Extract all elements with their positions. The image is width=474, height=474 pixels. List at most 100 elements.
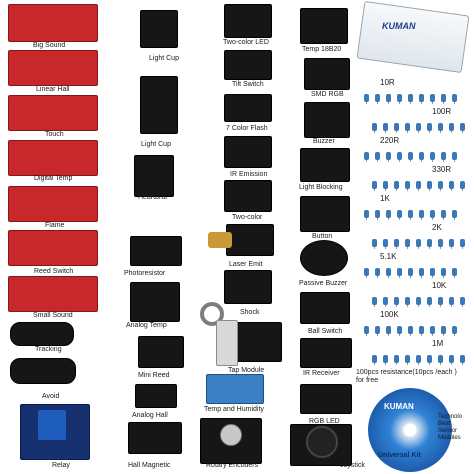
temp-18b20-label: Temp 18B20 [302, 46, 342, 53]
resistor [397, 152, 402, 160]
two-color-label: Two-color [232, 214, 263, 221]
resistor [394, 239, 399, 247]
analog-temp-module [130, 282, 180, 322]
storage-box [356, 0, 470, 74]
resistor [460, 239, 465, 247]
button-label: Button [312, 233, 333, 240]
rotary-encoders-knob [220, 424, 242, 446]
resistor [460, 181, 465, 189]
resistor [386, 94, 391, 102]
linear-hall-label: Linear Hall [36, 86, 70, 93]
mini-reed-label: Mini Reed [138, 372, 170, 379]
avoid-label: Avoid [42, 393, 60, 400]
temp-humidity-label: Temp and Humidity [204, 406, 264, 413]
relay-block [38, 410, 66, 440]
resistor [416, 239, 421, 247]
resistor [394, 181, 399, 189]
resistor [416, 181, 421, 189]
resistor [449, 181, 454, 189]
resistor [372, 123, 377, 131]
laser-emit-label: Laser Emit [229, 261, 263, 268]
resistor [383, 297, 388, 305]
resistor-note-2: for free [356, 377, 379, 384]
resistor [372, 239, 377, 247]
laser-emit-head [208, 232, 232, 248]
resistor [408, 268, 413, 276]
mini-reed-module [138, 336, 184, 368]
resistor [438, 239, 443, 247]
resistor [416, 123, 421, 131]
buzzer-module [304, 102, 350, 138]
resistor [372, 355, 377, 363]
resistor [452, 268, 457, 276]
two-color-led-label: Two-color LED [223, 39, 269, 46]
resistor [419, 152, 424, 160]
analog-hall-module [135, 384, 177, 408]
resistor [438, 181, 443, 189]
cd-brand: KUMAN [384, 402, 414, 411]
light-cup-label-2: Light Cup [141, 141, 171, 148]
cd-line-3: Sensor [438, 428, 458, 434]
resistor [364, 268, 369, 276]
joystick-cap [306, 426, 338, 458]
photoresistor-module [130, 236, 182, 266]
seven-color-flash-module [224, 94, 272, 122]
resistor [375, 210, 380, 218]
light-cup-module-1 [140, 10, 178, 48]
rotary-encoders-label: Rotary Encoders [206, 462, 259, 469]
rgb-led-label: RGB LED [309, 418, 340, 425]
resistor [375, 94, 380, 102]
relay-label: Relay [52, 462, 70, 469]
laser-emit-module [226, 224, 274, 256]
photoresistor-label: Photoresistor [124, 270, 166, 277]
resistor [438, 355, 443, 363]
passive-buzzer-label: Passive Buzzer [299, 280, 348, 287]
shock-label: Shock [240, 309, 260, 316]
tap-module-label: Tap Module [228, 367, 265, 374]
hall-magnetic-module [128, 422, 182, 454]
heartbrat-label: Heartbrat [138, 194, 168, 201]
ir-receiver-module [300, 338, 352, 368]
joystick-label: Joystick [340, 462, 365, 469]
resistor [386, 152, 391, 160]
resistor [416, 297, 421, 305]
big-sound-label: Big Sound [33, 42, 66, 49]
resistor-label: 1M [432, 339, 444, 348]
flame-module [8, 186, 98, 222]
resistor-label: 5.1K [380, 252, 397, 261]
resistor [397, 94, 402, 102]
light-cup-label-1: Light Cup [149, 55, 179, 62]
cd-text: Universal Kit [378, 452, 421, 459]
resistor [452, 210, 457, 218]
touch-module [8, 95, 98, 131]
resistor [394, 355, 399, 363]
resistor-label: 2K [432, 223, 442, 232]
tracking-label: Tracking [35, 346, 62, 353]
resistor [449, 123, 454, 131]
resistor [405, 297, 410, 305]
resistor [375, 268, 380, 276]
resistor [452, 94, 457, 102]
resistor [375, 326, 380, 334]
rgb-led-module [300, 384, 352, 414]
resistor [441, 152, 446, 160]
resistor [405, 239, 410, 247]
small-sound-label: Small Sound [33, 312, 73, 319]
resistor [427, 297, 432, 305]
temp-18b20-module [300, 8, 348, 44]
resistor [397, 210, 402, 218]
resistor [452, 326, 457, 334]
resistor [397, 268, 402, 276]
resistor [427, 239, 432, 247]
resistor [383, 123, 388, 131]
resistor [408, 326, 413, 334]
cd-line-2: Best [438, 421, 451, 427]
resistor [405, 355, 410, 363]
resistor [449, 239, 454, 247]
digital-temp-module [8, 140, 98, 176]
small-sound-module [8, 276, 98, 312]
resistor [397, 326, 402, 334]
two-color-led-module [224, 4, 272, 38]
resistor-label: 10R [380, 78, 395, 87]
resistor-label: 100R [432, 107, 452, 116]
